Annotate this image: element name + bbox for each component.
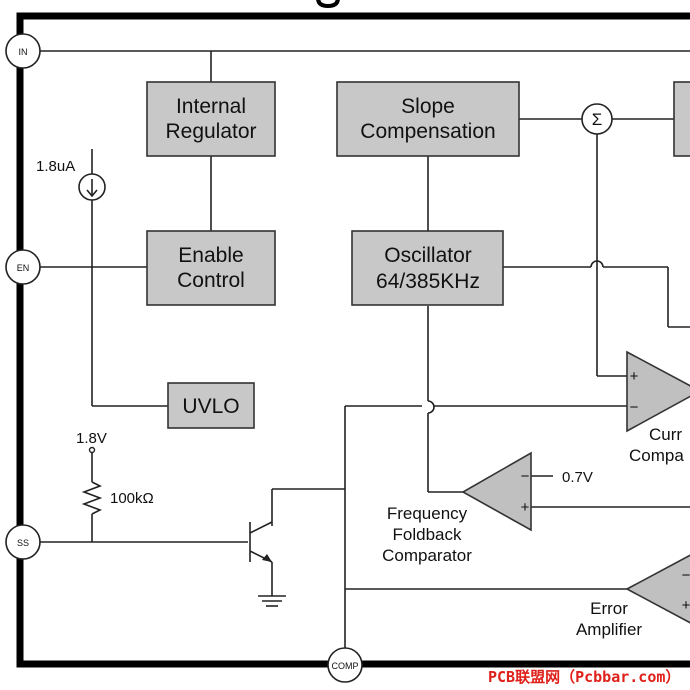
right-edge-block	[673, 81, 690, 157]
transistor-emitter-arrow-icon	[262, 554, 272, 562]
supply-node-dot	[88, 446, 96, 454]
error-amplifier-symbol	[625, 554, 690, 624]
oscillator-block	[351, 230, 504, 306]
title-fragment	[316, 0, 340, 9]
watermark: PCB联盟网（Pcbbar.com）	[488, 668, 680, 686]
oscillator-label-1: Oscillator	[384, 244, 472, 267]
current-source-icon	[78, 173, 106, 201]
sigma-symbol: Σ	[592, 110, 603, 129]
slope-compensation-label-1: Slope	[401, 95, 455, 118]
wires	[40, 50, 690, 650]
error-amplifier-label-1: Error	[590, 599, 628, 618]
pin-in	[5, 33, 41, 69]
internal-regulator-label-1: Internal	[176, 95, 246, 118]
current-comparator-minus: −	[630, 399, 639, 416]
frequency-foldback-label-2: Foldback	[393, 525, 462, 544]
internal-regulator-label-2: Regulator	[165, 120, 256, 143]
pin-en	[5, 249, 41, 285]
ref-0v7-label: 0.7V	[562, 469, 593, 486]
error-amp-plus: +	[682, 597, 690, 614]
pin-comp-label: COMP	[332, 661, 359, 671]
pin-ss-label: SS	[17, 538, 29, 548]
enable-control-block	[146, 230, 276, 306]
foldback-minus: −	[521, 468, 530, 485]
supply-1v8-label: 1.8V	[76, 430, 107, 447]
resistor-label: 100kΩ	[110, 490, 154, 507]
pin-in-label: IN	[19, 47, 28, 57]
current-comparator-symbol	[626, 350, 690, 433]
pin-ss	[5, 524, 41, 560]
current-comparator-plus: +	[630, 368, 639, 385]
uvlo-block	[167, 382, 255, 429]
slope-compensation-block	[336, 81, 520, 157]
error-amp-minus: −	[682, 567, 690, 584]
pin-comp	[327, 647, 363, 683]
current-comparator-label-2: Compa	[629, 446, 684, 465]
frequency-foldback-label-1: Frequency	[387, 504, 468, 523]
current-comparator-label-1: Curr	[649, 425, 682, 444]
frequency-foldback-label-3: Comparator	[382, 546, 472, 565]
frequency-foldback-comparator-symbol	[461, 451, 532, 532]
enable-control-label-1: Enable	[178, 244, 243, 267]
enable-control-label-2: Control	[177, 269, 245, 292]
uvlo-label: UVLO	[182, 395, 239, 418]
oscillator-label-2: 64/385KHz	[376, 270, 480, 293]
summing-junction	[581, 103, 613, 135]
current-source-label: 1.8uA	[36, 158, 75, 175]
foldback-plus: +	[521, 499, 530, 516]
pin-en-label: EN	[17, 263, 30, 273]
error-amplifier-label-2: Amplifier	[576, 620, 642, 639]
slope-compensation-label-2: Compensation	[360, 120, 495, 143]
internal-regulator-block	[146, 81, 276, 157]
